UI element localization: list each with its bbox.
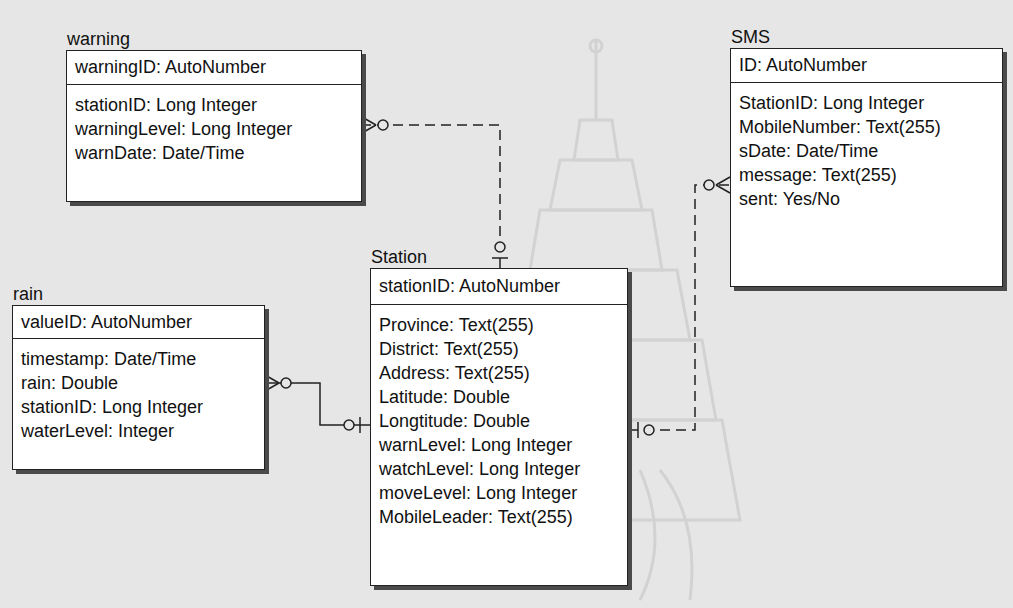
optional-circle [344, 420, 354, 430]
optional-circle [281, 378, 291, 388]
relationship-line [628, 177, 730, 438]
attribute: Province: Text(255) [379, 313, 619, 337]
attribute: timestamp: Date/Time [21, 347, 256, 371]
attribute: StationID: Long Integer [739, 91, 994, 115]
optional-circle [704, 180, 714, 190]
attribute: rain: Double [21, 371, 256, 395]
attribute: MobileNumber: Text(255) [739, 115, 994, 139]
primary-key: valueID: AutoNumber [13, 306, 264, 339]
attribute: watchLevel: Long Integer [379, 457, 619, 481]
attribute: MobileLeader: Text(255) [379, 505, 619, 529]
attribute-list: timestamp: Date/Timerain: DoublestationI… [13, 339, 264, 469]
entity-table: StationstationID: AutoNumberProvince: Te… [370, 268, 628, 586]
optional-circle [378, 120, 388, 130]
one-bar [637, 422, 639, 438]
attribute-list: stationID: Long IntegerwarningLevel: Lon… [67, 85, 361, 201]
table-name: Station [371, 246, 427, 268]
relationship-path [265, 383, 370, 425]
attribute: warnLevel: Long Integer [379, 433, 619, 457]
entity-table: SMSID: AutoNumberStationID: Long Integer… [730, 48, 1003, 287]
attribute: warnDate: Date/Time [75, 141, 353, 165]
crow-foot [362, 117, 376, 125]
attribute: moveLevel: Long Integer [379, 481, 619, 505]
crow-foot [716, 185, 730, 193]
one-bar [359, 417, 361, 433]
attribute-list: Province: Text(255)District: Text(255)Ad… [371, 305, 627, 585]
attribute: message: Text(255) [739, 163, 994, 187]
attribute-list: StationID: Long IntegerMobileNumber: Tex… [731, 83, 1002, 286]
attribute: waterLevel: Integer [21, 419, 256, 443]
primary-key: warningID: AutoNumber [67, 51, 361, 85]
crow-foot [265, 375, 279, 383]
attribute: stationID: Long Integer [21, 395, 256, 419]
relationship-line [265, 375, 370, 433]
table-name: rain [13, 283, 43, 305]
attribute: stationID: Long Integer [75, 93, 353, 117]
crow-foot [362, 125, 376, 133]
attribute: Latitude: Double [379, 385, 619, 409]
entity-table: rainvalueID: AutoNumbertimestamp: Date/T… [12, 305, 265, 470]
attribute: Longtitude: Double [379, 409, 619, 433]
optional-circle [644, 425, 654, 435]
attribute: sent: Yes/No [739, 187, 994, 211]
crow-foot [265, 383, 279, 391]
attribute: sDate: Date/Time [739, 139, 994, 163]
table-name: warning [67, 28, 130, 50]
optional-circle [495, 242, 505, 252]
crow-foot [716, 177, 730, 185]
entity-table: warningwarningID: AutoNumberstationID: L… [66, 50, 362, 202]
attribute: District: Text(255) [379, 337, 619, 361]
primary-key: stationID: AutoNumber [371, 269, 627, 305]
relationship-path [362, 125, 500, 268]
one-bar [492, 257, 508, 259]
relationship-path [628, 185, 730, 430]
table-name: SMS [731, 26, 770, 48]
primary-key: ID: AutoNumber [731, 49, 1002, 83]
relationship-line [362, 117, 508, 268]
attribute: Address: Text(255) [379, 361, 619, 385]
attribute: warningLevel: Long Integer [75, 117, 353, 141]
